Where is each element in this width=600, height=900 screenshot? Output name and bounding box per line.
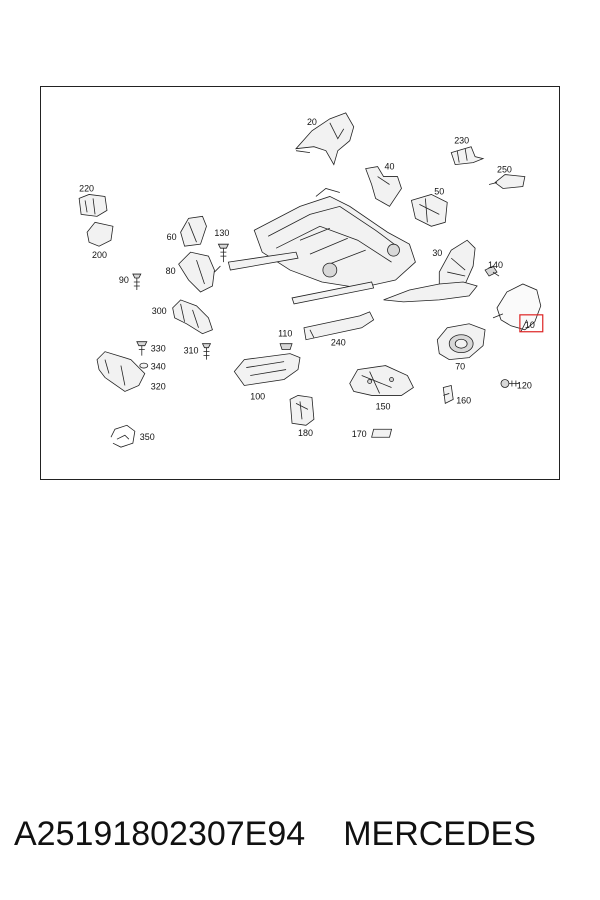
parts-diagram-frame: 20 40 50 230 250 220 200 60 — [40, 86, 560, 480]
part-100: 100 — [233, 353, 301, 401]
part-150: 150 — [349, 365, 414, 411]
label-70: 70 — [455, 362, 465, 372]
label-110: 110 — [278, 329, 292, 339]
part-200: 200 — [86, 221, 114, 260]
label-330: 330 — [151, 344, 166, 354]
label-200: 200 — [92, 250, 107, 260]
label-80: 80 — [166, 266, 176, 276]
part-330: 330 — [136, 341, 166, 356]
part-320: 320 — [96, 351, 166, 392]
part-240: 240 — [303, 311, 375, 348]
part-130: 130 — [214, 228, 229, 263]
seat-frame-assembly — [227, 188, 416, 305]
label-60: 60 — [167, 232, 177, 242]
label-300: 300 — [152, 306, 167, 316]
part-300: 300 — [152, 299, 213, 335]
part-120: 120 — [500, 379, 532, 390]
label-230: 230 — [454, 136, 469, 146]
highlight-box-10 — [519, 314, 544, 333]
part-170: 170 — [352, 428, 393, 439]
label-310: 310 — [184, 346, 199, 356]
part-10: 10 — [492, 283, 544, 333]
part-250: 250 — [488, 165, 526, 189]
label-150: 150 — [376, 401, 391, 411]
brand-text: MERCEDES — [343, 814, 536, 853]
label-90: 90 — [119, 275, 129, 285]
label-340: 340 — [151, 362, 166, 372]
label-160: 160 — [456, 395, 471, 405]
label-140: 140 — [488, 260, 503, 270]
part-230: 230 — [450, 136, 485, 166]
part-40: 40 — [365, 162, 402, 207]
part-60: 60 — [167, 215, 207, 247]
label-50: 50 — [434, 186, 444, 196]
part-50: 50 — [410, 186, 448, 227]
label-250: 250 — [497, 165, 512, 175]
part-180: 180 — [289, 395, 315, 438]
label-180: 180 — [298, 428, 313, 438]
part-80: 80 — [166, 251, 221, 293]
part-90: 90 — [119, 273, 142, 290]
label-350: 350 — [140, 432, 155, 442]
part-140: 140 — [484, 260, 503, 277]
part-footer: A25191802307E94 MERCEDES — [14, 808, 594, 860]
label-30: 30 — [432, 248, 442, 258]
label-20: 20 — [307, 117, 317, 127]
label-40: 40 — [385, 162, 395, 172]
label-220: 220 — [79, 183, 94, 193]
label-100: 100 — [250, 391, 265, 401]
label-130: 130 — [214, 228, 229, 238]
label-170: 170 — [352, 429, 367, 439]
label-10: 10 — [525, 320, 535, 330]
label-320: 320 — [151, 381, 166, 391]
part-20: 20 — [295, 112, 355, 166]
part-70: 70 — [436, 323, 486, 372]
label-240: 240 — [331, 338, 346, 348]
label-120: 120 — [517, 380, 532, 390]
part-160: 160 — [442, 384, 471, 405]
part-310: 310 — [184, 343, 212, 360]
part-220: 220 — [78, 183, 108, 217]
part-110: 110 — [278, 329, 293, 351]
part-30: 30 — [383, 239, 478, 303]
part-number-text: A25191802307E94 — [14, 814, 306, 853]
part-350: 350 — [110, 424, 155, 448]
part-340: 340 — [139, 362, 166, 372]
exploded-parts-diagram: 20 40 50 230 250 220 200 60 — [78, 112, 544, 448]
